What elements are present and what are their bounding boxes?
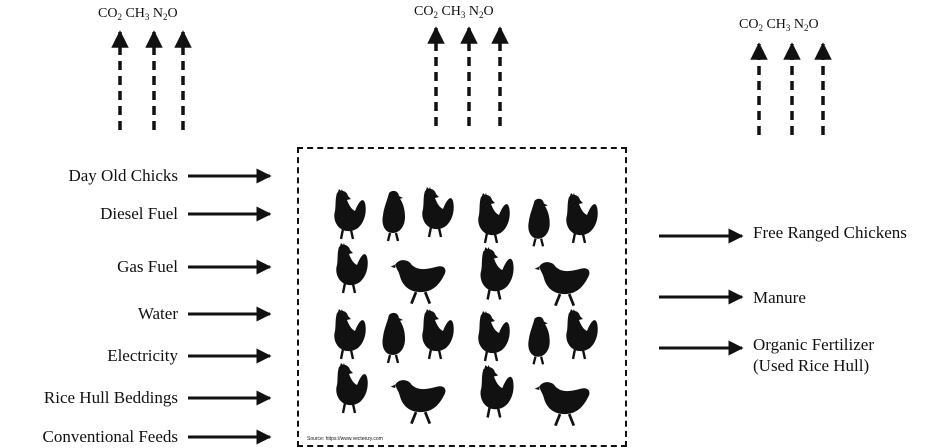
output-label-organic-fertilizer: Organic Fertilizer (Used Rice Hull) — [753, 334, 874, 376]
chicken-silhouette — [479, 245, 515, 301]
chicken-silhouette — [565, 307, 599, 361]
output-label-fertilizer-line1: Organic Fertilizer — [753, 335, 875, 354]
image-source-note: Source: https://www.vecteezy.com — [307, 436, 383, 442]
input-label-water: Water — [137, 304, 178, 323]
chicken-silhouette — [333, 187, 367, 241]
chicken-silhouette — [389, 258, 447, 305]
gas-co2: CO2 — [414, 4, 438, 20]
chicken-silhouette — [533, 380, 591, 427]
gas-co2: CO2 — [98, 6, 122, 22]
chicken-silhouette — [381, 189, 407, 243]
input-label-diesel-fuel: Diesel Fuel — [100, 204, 178, 223]
chicken-silhouette — [477, 191, 511, 245]
system-boundary: Source: https://www.vecteezy.com — [297, 147, 627, 447]
gas-n2o: N2O — [152, 6, 178, 22]
chicken-silhouette — [421, 307, 455, 361]
gas-n2o: N2O — [793, 17, 819, 33]
chicken-silhouette — [335, 241, 369, 295]
chicken-silhouette — [533, 260, 591, 307]
gas-ch3: CH3 — [441, 4, 466, 20]
output-label-free-ranged-chickens: Free Ranged Chickens — [753, 223, 907, 242]
chicken-silhouette — [381, 311, 407, 365]
gas-ch3: CH3 — [766, 17, 791, 33]
chicken-silhouettes — [333, 185, 599, 427]
chicken-silhouette — [527, 197, 551, 248]
chicken-silhouette — [565, 191, 599, 245]
output-label-manure: Manure — [753, 288, 806, 307]
input-label-electricity: Electricity — [107, 346, 178, 365]
chicken-silhouette — [477, 309, 511, 363]
gas-n2o: N2O — [468, 4, 494, 20]
output-label-fertilizer-line2: (Used Rice Hull) — [753, 356, 870, 375]
gas-labels-right: CO2 CH3 N2O — [739, 17, 819, 33]
gas-labels-center: CO2 CH3 N2O — [414, 4, 494, 20]
input-label-gas-fuel: Gas Fuel — [117, 257, 178, 276]
chicken-silhouette — [479, 363, 515, 419]
chicken-silhouette — [333, 307, 367, 361]
hen-layer — [333, 185, 599, 427]
chicken-silhouette — [389, 378, 447, 425]
chicken-silhouette — [335, 361, 369, 415]
chicken-silhouette — [421, 185, 455, 239]
gas-ch3: CH3 — [125, 6, 150, 22]
chicken-silhouette — [527, 315, 551, 366]
input-label-conventional-feeds: Conventional Feeds — [42, 427, 178, 446]
input-label-rice-hull-beddings: Rice Hull Beddings — [43, 388, 178, 407]
input-label-day-old-chicks: Day Old Chicks — [68, 166, 178, 185]
gas-co2: CO2 — [739, 17, 763, 33]
gas-labels-left: CO2 CH3 N2O — [98, 6, 178, 22]
